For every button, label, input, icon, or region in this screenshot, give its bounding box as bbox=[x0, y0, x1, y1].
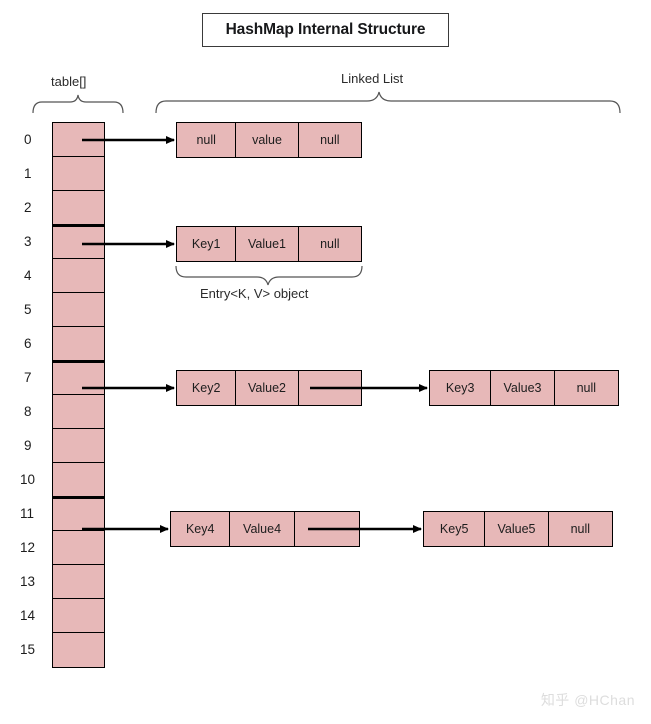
entry-node-bucket0-0[interactable]: null value null bbox=[176, 122, 362, 158]
node-key-cell: Key3 bbox=[430, 371, 492, 405]
node-value-cell: value bbox=[236, 123, 299, 157]
table-array-label: table[] bbox=[51, 74, 87, 89]
table-cell-13[interactable] bbox=[53, 565, 104, 599]
table-index-10: 10 bbox=[20, 472, 36, 487]
entry-brace bbox=[175, 265, 363, 286]
entry-node-bucket7-0[interactable]: Key2 Value2 bbox=[176, 370, 362, 406]
node-key-cell: null bbox=[177, 123, 237, 157]
node-next-cell: null bbox=[320, 133, 340, 147]
node-next-cell bbox=[295, 512, 359, 546]
table-cell-5[interactable] bbox=[53, 293, 104, 327]
entry-node-bucket3-0[interactable]: Key1 Value1 null bbox=[176, 226, 362, 262]
table-index-12: 12 bbox=[20, 540, 36, 555]
node-value-cell: Value4 bbox=[230, 512, 295, 546]
table-index-5: 5 bbox=[24, 302, 32, 317]
table-index-1: 1 bbox=[24, 166, 32, 181]
table-index-15: 15 bbox=[20, 642, 36, 657]
table-cell-4[interactable] bbox=[53, 259, 104, 293]
node-key-cell: Key5 bbox=[424, 512, 486, 546]
table-cell-6[interactable] bbox=[53, 327, 104, 361]
node-key-cell: Key1 bbox=[177, 227, 237, 261]
entry-object-label: Entry<K, V> object bbox=[200, 286, 309, 301]
linked-list-brace bbox=[155, 91, 621, 114]
linked-list-label: Linked List bbox=[341, 71, 404, 86]
table-cell-9[interactable] bbox=[53, 429, 104, 463]
table-cell-15[interactable] bbox=[53, 633, 104, 667]
entry-node-bucket11-0[interactable]: Key4 Value4 bbox=[170, 511, 360, 547]
table-index-7: 7 bbox=[24, 370, 32, 385]
table-cell-0[interactable] bbox=[53, 123, 104, 157]
watermark: 知乎 @HChan bbox=[540, 692, 635, 708]
table-index-8: 8 bbox=[24, 404, 32, 419]
table-brace bbox=[32, 94, 124, 114]
table-cell-10[interactable] bbox=[53, 463, 104, 497]
table-cell-2[interactable] bbox=[53, 191, 104, 225]
table-cell-3[interactable] bbox=[53, 225, 104, 259]
table-index-9: 9 bbox=[24, 438, 32, 453]
table-cell-8[interactable] bbox=[53, 395, 104, 429]
table-array-column bbox=[52, 122, 105, 668]
table-index-3: 3 bbox=[24, 234, 32, 249]
table-cell-1[interactable] bbox=[53, 157, 104, 191]
table-cell-7[interactable] bbox=[53, 361, 104, 395]
table-index-0: 0 bbox=[24, 132, 32, 147]
node-value-cell: Value1 bbox=[236, 227, 299, 261]
table-index-4: 4 bbox=[24, 268, 32, 283]
entry-node-bucket11-1[interactable]: Key5 Value5 null bbox=[423, 511, 613, 547]
table-cell-14[interactable] bbox=[53, 599, 104, 633]
table-index-2: 2 bbox=[24, 200, 32, 215]
table-cell-12[interactable] bbox=[53, 531, 104, 565]
table-cell-11[interactable] bbox=[53, 497, 104, 531]
table-index-6: 6 bbox=[24, 336, 32, 351]
entry-node-bucket7-1[interactable]: Key3 Value3 null bbox=[429, 370, 619, 406]
node-next-cell: null bbox=[576, 381, 597, 395]
node-next-cell bbox=[299, 371, 361, 405]
node-value-cell: Value3 bbox=[491, 371, 555, 405]
page-title: HashMap Internal Structure bbox=[225, 21, 426, 38]
table-index-13: 13 bbox=[20, 574, 36, 589]
table-index-14: 14 bbox=[20, 608, 36, 623]
table-index-11: 11 bbox=[20, 506, 35, 521]
node-value-cell: Value5 bbox=[485, 512, 549, 546]
node-key-cell: Key4 bbox=[171, 512, 231, 546]
diagram-title-box: HashMap Internal Structure bbox=[202, 13, 449, 47]
node-next-cell: null bbox=[320, 237, 340, 251]
node-key-cell: Key2 bbox=[177, 371, 237, 405]
node-value-cell: Value2 bbox=[236, 371, 299, 405]
node-next-cell: null bbox=[570, 522, 591, 536]
